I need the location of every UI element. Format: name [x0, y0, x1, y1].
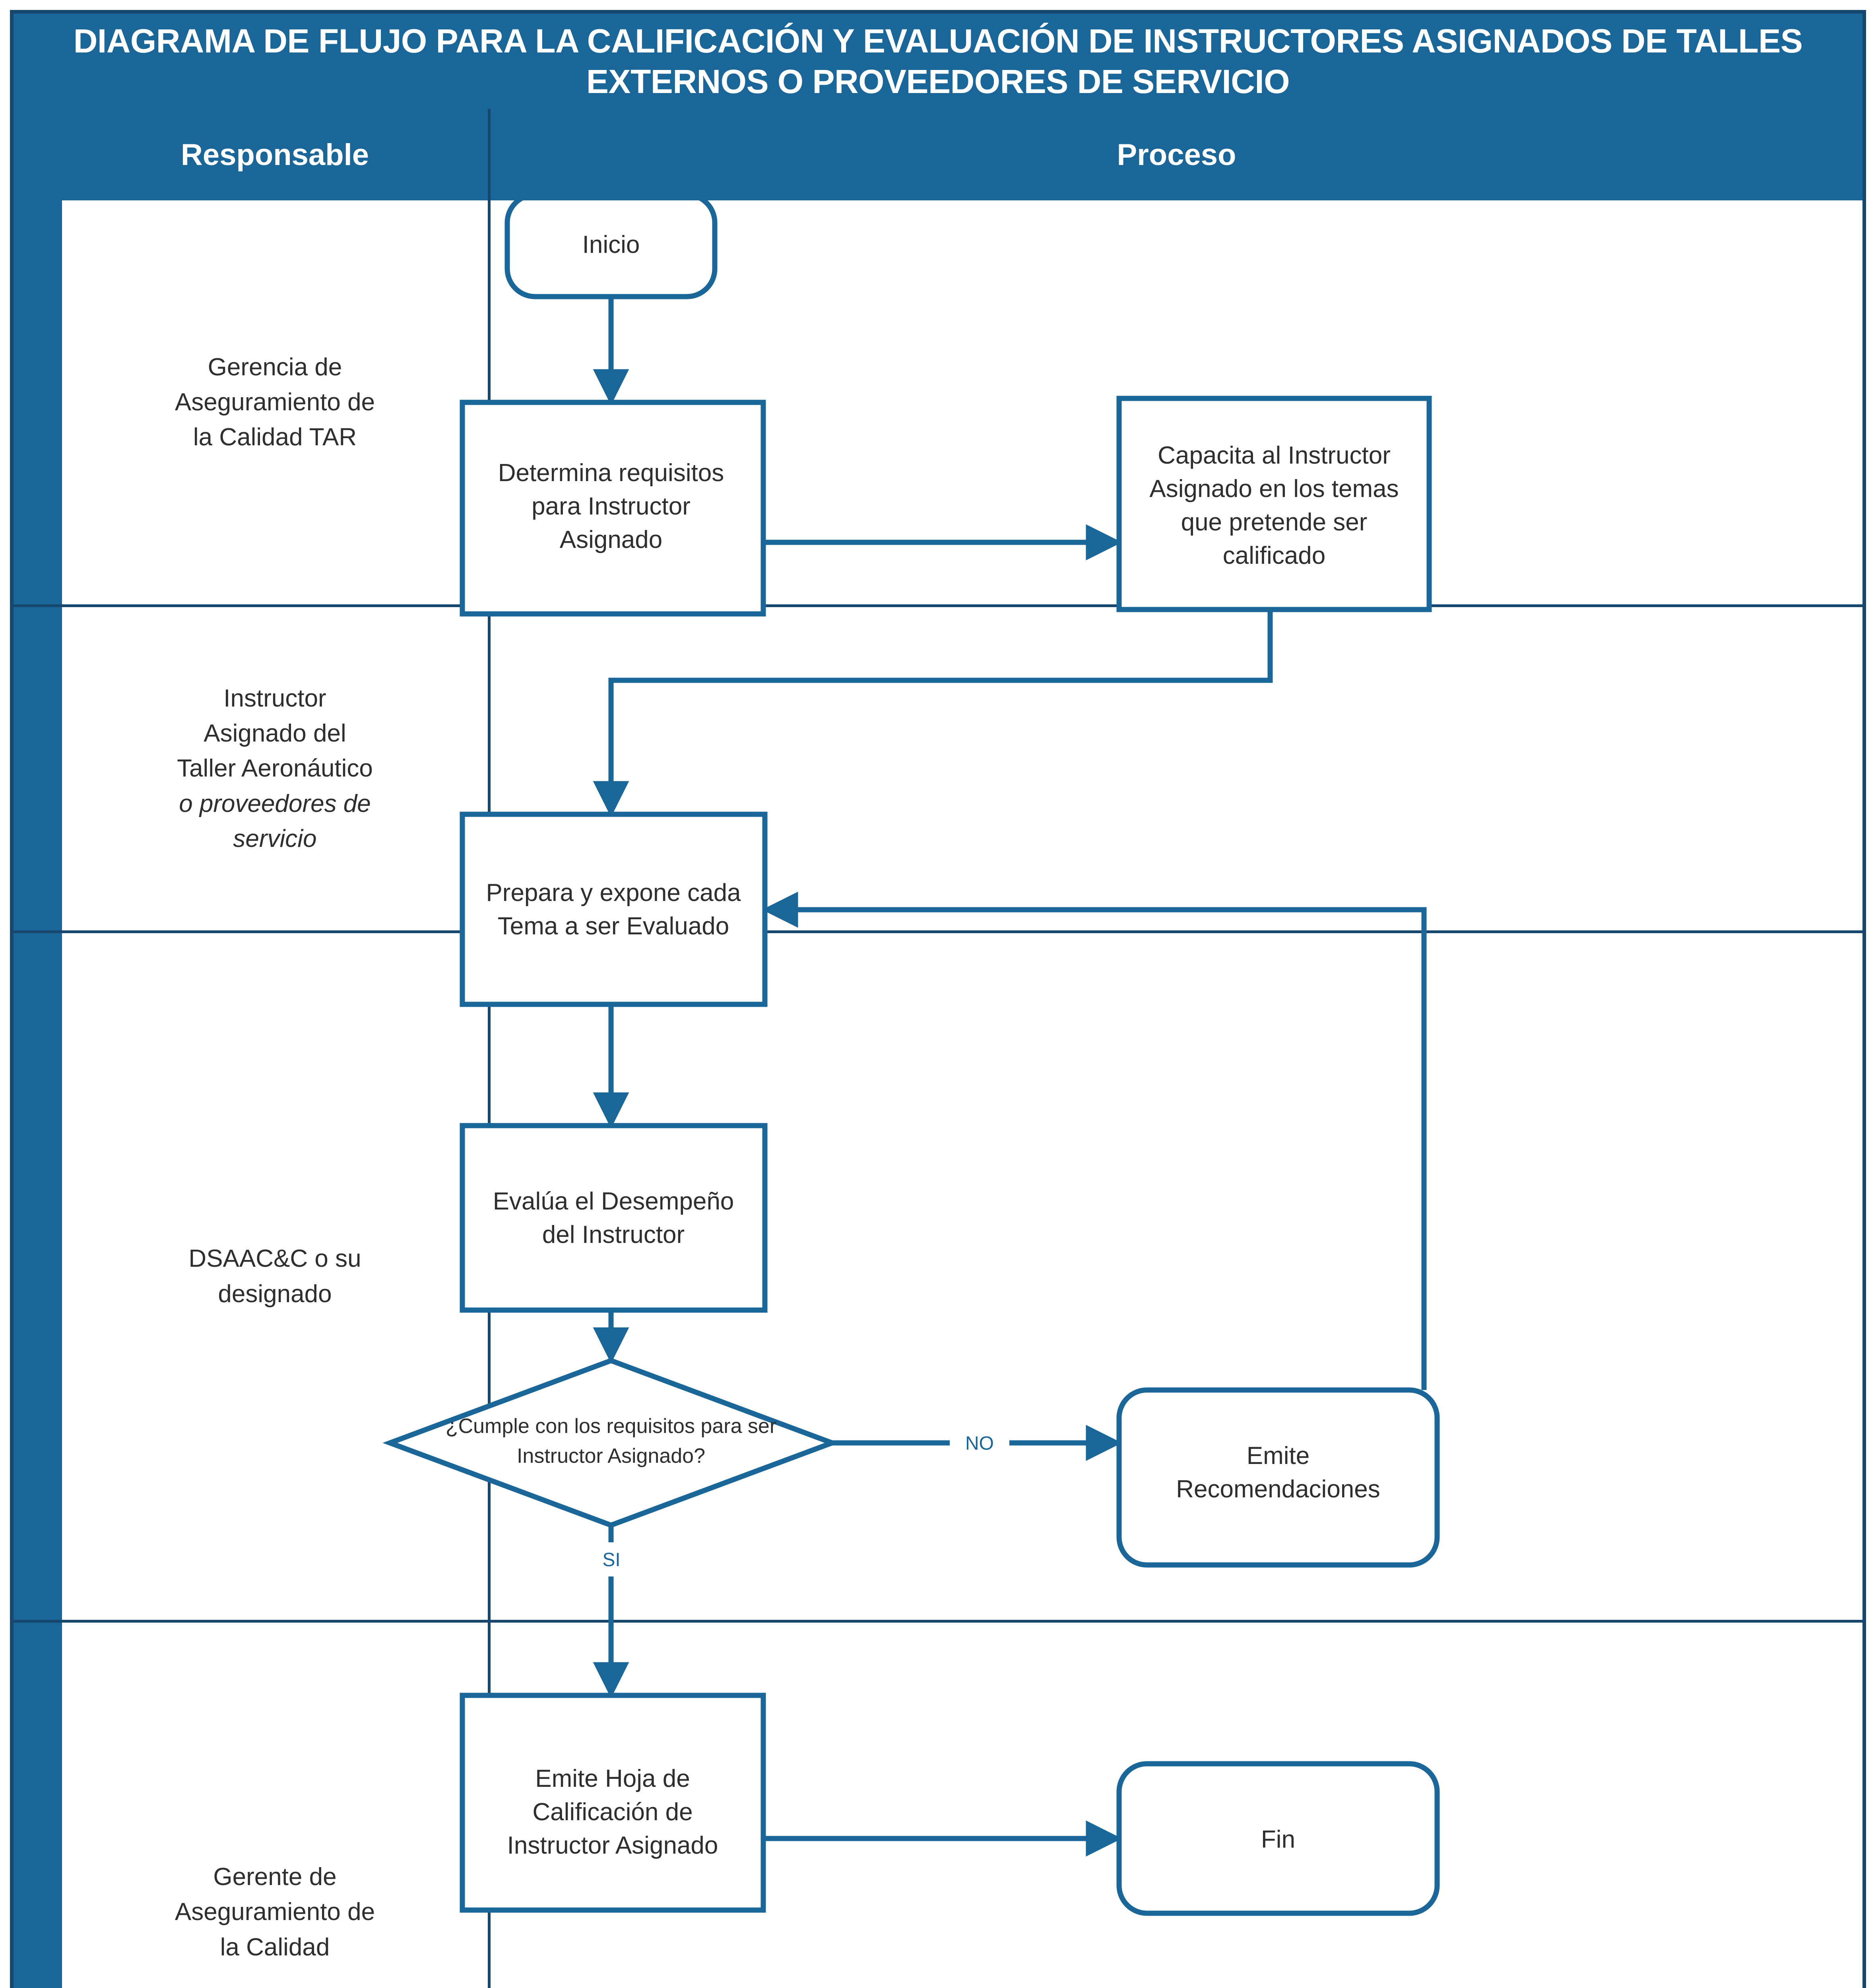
swimlane-label-2: Instructor Asignado del Taller Aeronáuti…	[161, 681, 389, 856]
header-left-accent-bar	[14, 109, 62, 200]
diagram-title-band: DIAGRAMA DE FLUJO PARA LA CALIFICACIÓN Y…	[14, 14, 1862, 109]
column-header-responsable-label: Responsable	[180, 138, 369, 172]
swimlane-process-cell-3	[491, 933, 1862, 1620]
lane-divider-1	[14, 604, 62, 607]
lane-divider-2	[14, 930, 62, 933]
column-header-proceso: Proceso	[491, 109, 1862, 200]
swimlane-label-4-line-1: Gerente de	[213, 1863, 337, 1891]
swimlane-gerente-calidad: Gerente de Aseguramiento de la Calidad	[62, 1620, 1862, 1988]
left-accent-bar	[14, 200, 62, 1988]
swimlane-dsaacc: DSAAC&C o su designado	[62, 930, 1862, 1620]
page-title: DIAGRAMA DE FLUJO PARA LA CALIFICACIÓN Y…	[74, 21, 1803, 102]
swimlane-label-cell-3: DSAAC&C o su designado	[62, 933, 491, 1620]
swimlane-label-2-line-2: Asignado del	[204, 720, 346, 747]
title-line-1: DIAGRAMA DE FLUJO PARA LA CALIFICACIÓN Y…	[73, 22, 1803, 60]
swimlane-process-cell-1	[491, 200, 1862, 604]
column-header-responsable: Responsable	[62, 109, 491, 200]
swimlane-label-3: DSAAC&C o su designado	[173, 1241, 377, 1311]
swimlane-label-1-line-3: la Calidad TAR	[193, 423, 357, 451]
swimlane-process-cell-2	[491, 607, 1862, 930]
swimlane-gerencia-calidad-tar: Gerencia de Aseguramiento de la Calidad …	[62, 200, 1862, 604]
swimlane-label-1-line-1: Gerencia de	[208, 353, 342, 381]
swimlane-label-2-line-1: Instructor	[223, 685, 326, 712]
title-line-2: EXTERNOS O PROVEEDORES DE SERVICIO	[586, 63, 1290, 100]
column-header-proceso-label: Proceso	[1117, 138, 1236, 172]
swimlane-label-2-line-3: Taller Aeronáutico	[177, 755, 373, 782]
swimlane-process-cell-4	[491, 1623, 1862, 1988]
swimlane-body: Gerencia de Aseguramiento de la Calidad …	[14, 200, 1862, 1988]
swimlane-label-4: Gerente de Aseguramiento de la Calidad	[159, 1860, 391, 1965]
swimlane-label-3-line-2: designado	[218, 1280, 332, 1308]
column-header-row: Responsable Proceso	[14, 109, 1862, 200]
swimlane-label-4-line-2: Aseguramiento de	[175, 1898, 375, 1926]
swimlane-label-cell-2: Instructor Asignado del Taller Aeronáuti…	[62, 607, 491, 930]
swimlane-label-3-line-1: DSAAC&C o su	[188, 1245, 361, 1273]
swimlane-instructor-asignado: Instructor Asignado del Taller Aeronáuti…	[62, 604, 1862, 930]
swimlane-label-1: Gerencia de Aseguramiento de la Calidad …	[159, 350, 391, 455]
swimlane-label-2-line-5: servicio	[233, 825, 317, 852]
swimlane-label-4-line-3: la Calidad	[220, 1933, 330, 1961]
lane-divider-3	[14, 1620, 62, 1623]
swimlane-label-2-line-4: o proveedores de	[179, 790, 371, 817]
swimlane-label-cell-4: Gerente de Aseguramiento de la Calidad	[62, 1623, 491, 1988]
swimlane-label-1-line-2: Aseguramiento de	[175, 388, 375, 416]
swimlane-label-cell-1: Gerencia de Aseguramiento de la Calidad …	[62, 200, 491, 604]
